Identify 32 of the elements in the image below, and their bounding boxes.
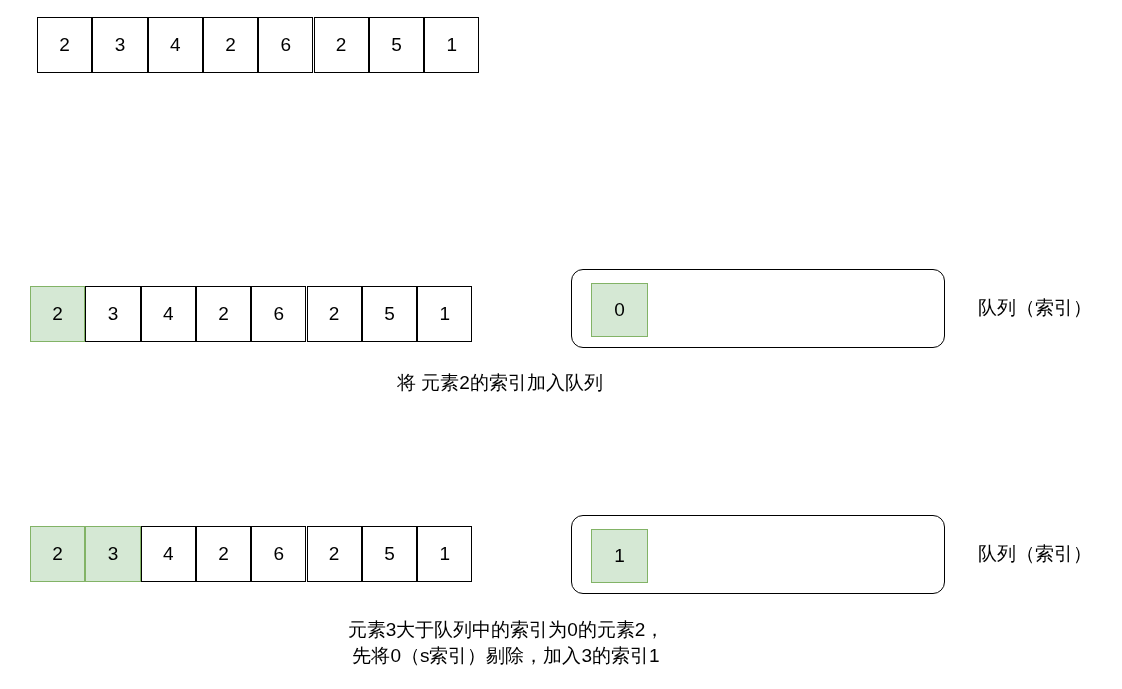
array-cell: 2 xyxy=(306,286,362,342)
array-cell: 4 xyxy=(147,17,203,73)
array-cell: 2 xyxy=(202,17,259,73)
array-cell: 3 xyxy=(92,17,148,73)
array-cell: 2 xyxy=(306,526,362,582)
array-cell: 4 xyxy=(140,286,196,342)
array-cell: 1 xyxy=(417,526,473,582)
array-cell: 2 xyxy=(37,17,93,73)
array-cell: 4 xyxy=(140,526,196,582)
array-cell: 1 xyxy=(417,286,473,342)
array-cell: 3 xyxy=(85,286,141,342)
queue-caption: 队列（索引） xyxy=(978,542,1092,566)
array-cell: 5 xyxy=(361,286,418,342)
queue-caption: 队列（索引） xyxy=(978,296,1092,320)
queue-box xyxy=(571,269,945,348)
array-cell: 2 xyxy=(195,526,252,582)
step-note: 将 元素2的索引加入队列 xyxy=(396,371,604,395)
array-cell: 6 xyxy=(258,17,314,73)
array-cell: 2 xyxy=(195,286,252,342)
array-cell: 2 xyxy=(30,526,86,582)
queue-box xyxy=(571,515,945,594)
array-cell: 5 xyxy=(361,526,418,582)
array-cell: 2 xyxy=(313,17,369,73)
array-cell: 1 xyxy=(424,17,480,73)
array-cell: 2 xyxy=(30,286,86,342)
array-cell: 0 xyxy=(591,283,648,337)
array-cell: 6 xyxy=(251,526,307,582)
array-cell: 3 xyxy=(85,526,141,582)
array-cell: 5 xyxy=(368,17,425,73)
step-note: 元素3大于队列中的索引为0的元素2，先将0（s索引）剔除，加入3的索引1 xyxy=(346,618,666,668)
array-cell: 6 xyxy=(251,286,307,342)
array-cell: 1 xyxy=(591,529,648,583)
